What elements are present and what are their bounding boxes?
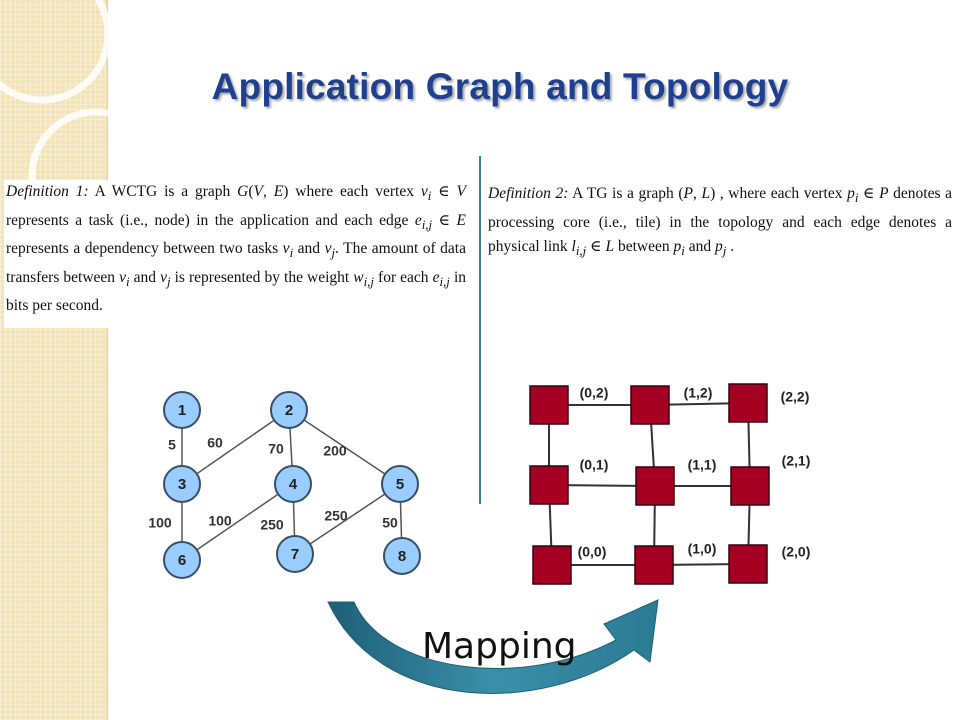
decorative-background-band [0, 0, 106, 720]
wctg-node-label-5: 5 [396, 476, 404, 493]
topology-tile [529, 385, 569, 425]
wctg-edge-weight-4-7: 250 [260, 517, 284, 533]
definition-1-text: Definition 1: A WCTG is a graph G(V, E) … [6, 183, 466, 315]
wctg-edge-weight-5-7: 250 [324, 508, 348, 524]
topology-tile [730, 466, 770, 506]
topology-graph: (0,2) (1,2) (2,2) (0,1) (1,1) (2,1) (0,0) (1,0)… [529, 383, 811, 585]
wctg-edge-4-6 [181, 483, 294, 561]
mapping-label: Mapping [422, 626, 577, 667]
wctg-node-4 [274, 465, 312, 503]
topology-tile-label: (0,1) [580, 457, 609, 473]
topology-tile [728, 544, 768, 584]
wctg-edge-weight-5-8: 50 [382, 515, 398, 531]
topology-tile-label: (0,0) [578, 544, 607, 560]
wctg-node-label-2: 2 [285, 402, 293, 419]
definition-2-text: Definition 2: A TG is a graph (P, L) , w… [488, 185, 952, 259]
wctg-node-label-4: 4 [289, 476, 298, 493]
page-title: Application Graph and Topology [211, 66, 789, 107]
wctg-node-label-3: 3 [178, 476, 186, 493]
topology-tile [532, 545, 572, 585]
topology-tile-label: (0,2) [580, 385, 609, 401]
wctg-node-3 [163, 465, 201, 503]
wctg-edge-weight-2-4: 70 [268, 441, 284, 457]
wctg-edge-weight-1-3: 5 [168, 437, 176, 453]
topology-tile [529, 465, 569, 505]
wctg-edge-5-7 [294, 483, 401, 555]
wctg-edge-weight-2-3: 60 [207, 435, 223, 451]
wctg-node-1 [163, 391, 201, 429]
wctg-node-5 [381, 465, 419, 503]
wctg-node-7 [276, 535, 314, 573]
wctg-node-label-7: 7 [291, 546, 299, 563]
wctg-node-6 [163, 541, 201, 579]
topology-tile-label: (1,2) [684, 385, 713, 401]
vertical-divider [479, 156, 481, 504]
topology-tile-label: (2,2) [781, 389, 810, 405]
mapping-arrow [327, 599, 659, 694]
topology-tile-label: (1,0) [688, 541, 717, 557]
topology-tile [630, 385, 670, 425]
wctg-graph: 5 60 70 200 100 100 250 250 50 1 2 3 4 5 6 7 8 [148, 391, 421, 579]
topology-tile-label: (2,0) [782, 544, 811, 560]
definition-2-label: Definition 2: [488, 185, 569, 202]
wctg-edge-2-5 [288, 409, 401, 485]
definition-1-box: Definition 1: A WCTG is a graph G(V, E) … [4, 180, 468, 328]
wctg-node-2 [270, 391, 308, 429]
band-edge-line [106, 0, 108, 720]
topology-tile [634, 545, 674, 585]
topology-tile [728, 383, 768, 423]
wctg-node-label-8: 8 [398, 548, 406, 565]
wctg-node-label-6: 6 [178, 552, 186, 569]
topology-tile-label: (2,1) [782, 453, 811, 469]
definition-2-box: Definition 2: A TG is a graph (P, L) , w… [488, 182, 952, 282]
topology-tile [635, 466, 675, 506]
wctg-node-label-1: 1 [178, 402, 186, 419]
wctg-edge-2-3 [181, 409, 290, 485]
wctg-edge-weight-2-5: 200 [323, 443, 347, 459]
definition-1-label: Definition 1: [6, 183, 89, 200]
wctg-node-8 [383, 537, 421, 575]
wctg-edge-weight-3-6: 100 [148, 515, 172, 531]
topology-tile-label: (1,1) [688, 457, 717, 473]
wctg-edge-weight-4-6: 100 [208, 513, 232, 529]
